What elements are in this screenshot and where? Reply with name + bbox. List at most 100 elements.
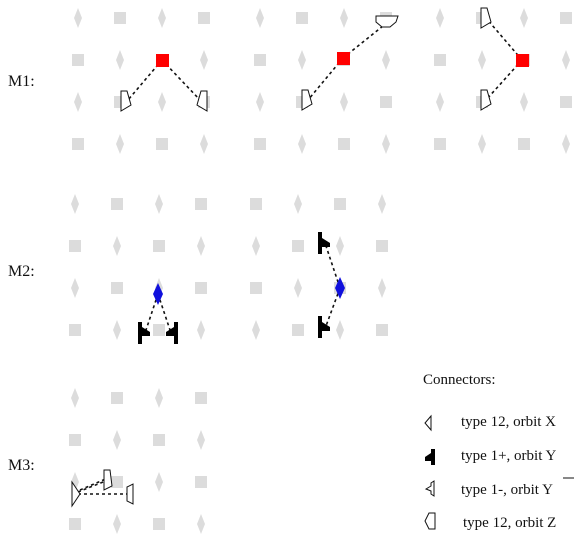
lattice-square	[72, 138, 84, 150]
lattice-square	[434, 54, 446, 66]
lattice-square	[72, 54, 84, 66]
lattice-diamond	[158, 8, 166, 28]
legend-icon-type12-z	[424, 512, 436, 530]
lattice-square	[292, 240, 304, 252]
lattice-square	[111, 476, 123, 488]
m1-panel-1	[120, 54, 208, 112]
connector-type12-z	[375, 15, 399, 28]
connector-type12-z	[196, 90, 208, 112]
lattice-diamond	[478, 50, 486, 70]
lattice-diamond	[116, 134, 124, 154]
lattice-square	[69, 324, 81, 336]
legend: Connectors: type 12, orbit X type 1+, or…	[423, 372, 574, 531]
m1-panel-2	[301, 15, 399, 111]
lattice-diamond	[562, 134, 570, 154]
lattice-square	[153, 434, 165, 446]
lattice-square	[153, 240, 165, 252]
connector-type12-z	[120, 90, 132, 112]
lattice-diamond	[520, 8, 528, 28]
connector-type1minus-ybar	[126, 483, 134, 505]
lattice-square	[560, 12, 572, 24]
lattice-diamond	[378, 278, 386, 298]
connector-type1plus-y	[138, 322, 150, 344]
lattice-diamond	[71, 278, 79, 298]
lattice-square	[69, 434, 81, 446]
lattice-diamond	[382, 134, 390, 154]
lattice-square	[380, 96, 392, 108]
bond-line	[325, 287, 341, 327]
lattice-square	[111, 282, 123, 294]
lattice-diamond	[298, 50, 306, 70]
legend-title: Connectors:	[423, 372, 496, 388]
legend-item-3: type 1-, orbit Y	[461, 482, 553, 498]
red-square-node	[156, 54, 169, 67]
lattice-square	[153, 324, 165, 336]
lattice-square	[111, 198, 123, 210]
lattice-diamond	[74, 8, 82, 28]
lattice-square	[250, 282, 262, 294]
lattice-square	[69, 518, 81, 530]
connector-type12-z	[103, 469, 113, 491]
legend-item-1: type 12, orbit X	[461, 414, 556, 430]
lattice-diamond	[71, 388, 79, 408]
lattice-diamond	[294, 194, 302, 214]
legend-item-4: type 12, orbit Z	[463, 515, 556, 531]
lattice-diamond	[252, 236, 260, 256]
lattice-square	[376, 240, 388, 252]
lattice-diamond	[562, 50, 570, 70]
blue-diamond-node	[335, 277, 345, 299]
lattice-square	[254, 54, 266, 66]
lattice-diamond	[252, 320, 260, 340]
lattice-square	[560, 96, 572, 108]
label-m2: M2:	[8, 263, 35, 280]
lattice-diamond	[298, 134, 306, 154]
red-square-node	[337, 52, 350, 65]
lattice-background	[69, 8, 572, 534]
lattice-square	[195, 392, 207, 404]
connector-type1plus-y	[318, 232, 330, 254]
lattice-square	[296, 12, 308, 24]
lattice-square	[338, 138, 350, 150]
lattice-diamond	[155, 388, 163, 408]
lattice-square	[518, 138, 530, 150]
lattice-diamond	[336, 236, 344, 256]
legend-icon-type1plus-y	[425, 449, 435, 465]
lattice-diamond	[478, 134, 486, 154]
lattice-diamond	[113, 430, 121, 450]
lattice-diamond	[200, 50, 208, 70]
lattice-square	[292, 324, 304, 336]
bond-line	[485, 17, 523, 61]
connector-type1plus-y	[166, 322, 178, 344]
lattice-diamond	[294, 278, 302, 298]
red-square-node	[516, 54, 529, 67]
lattice-diamond	[336, 320, 344, 340]
lattice-diamond	[197, 514, 205, 534]
connector-type1plus-y	[318, 316, 330, 338]
lattice-square	[114, 12, 126, 24]
lattice-square	[254, 138, 266, 150]
lattice-square	[195, 476, 207, 488]
lattice-diamond	[378, 194, 386, 214]
lattice-square	[69, 240, 81, 252]
blue-diamond-node	[153, 283, 163, 305]
lattice-diamond	[113, 320, 121, 340]
connector-type12-x	[71, 480, 81, 508]
legend-icon-type12-x	[424, 414, 432, 432]
lattice-diamond	[116, 50, 124, 70]
lattice-diamond	[256, 92, 264, 112]
lattice-diamond	[155, 194, 163, 214]
lattice-diamond	[158, 92, 166, 112]
lattice-diamond	[200, 134, 208, 154]
lattice-diamond	[197, 320, 205, 340]
lattice-diamond	[74, 92, 82, 112]
bond-line	[325, 245, 341, 289]
bond-line	[79, 477, 109, 491]
m2-panel-1	[138, 283, 178, 344]
lattice-square	[434, 138, 446, 150]
lattice-square	[156, 138, 168, 150]
connector-type12-z	[480, 89, 492, 111]
lattice-square	[195, 282, 207, 294]
bond-line	[77, 479, 109, 493]
lattice-diamond	[155, 472, 163, 492]
